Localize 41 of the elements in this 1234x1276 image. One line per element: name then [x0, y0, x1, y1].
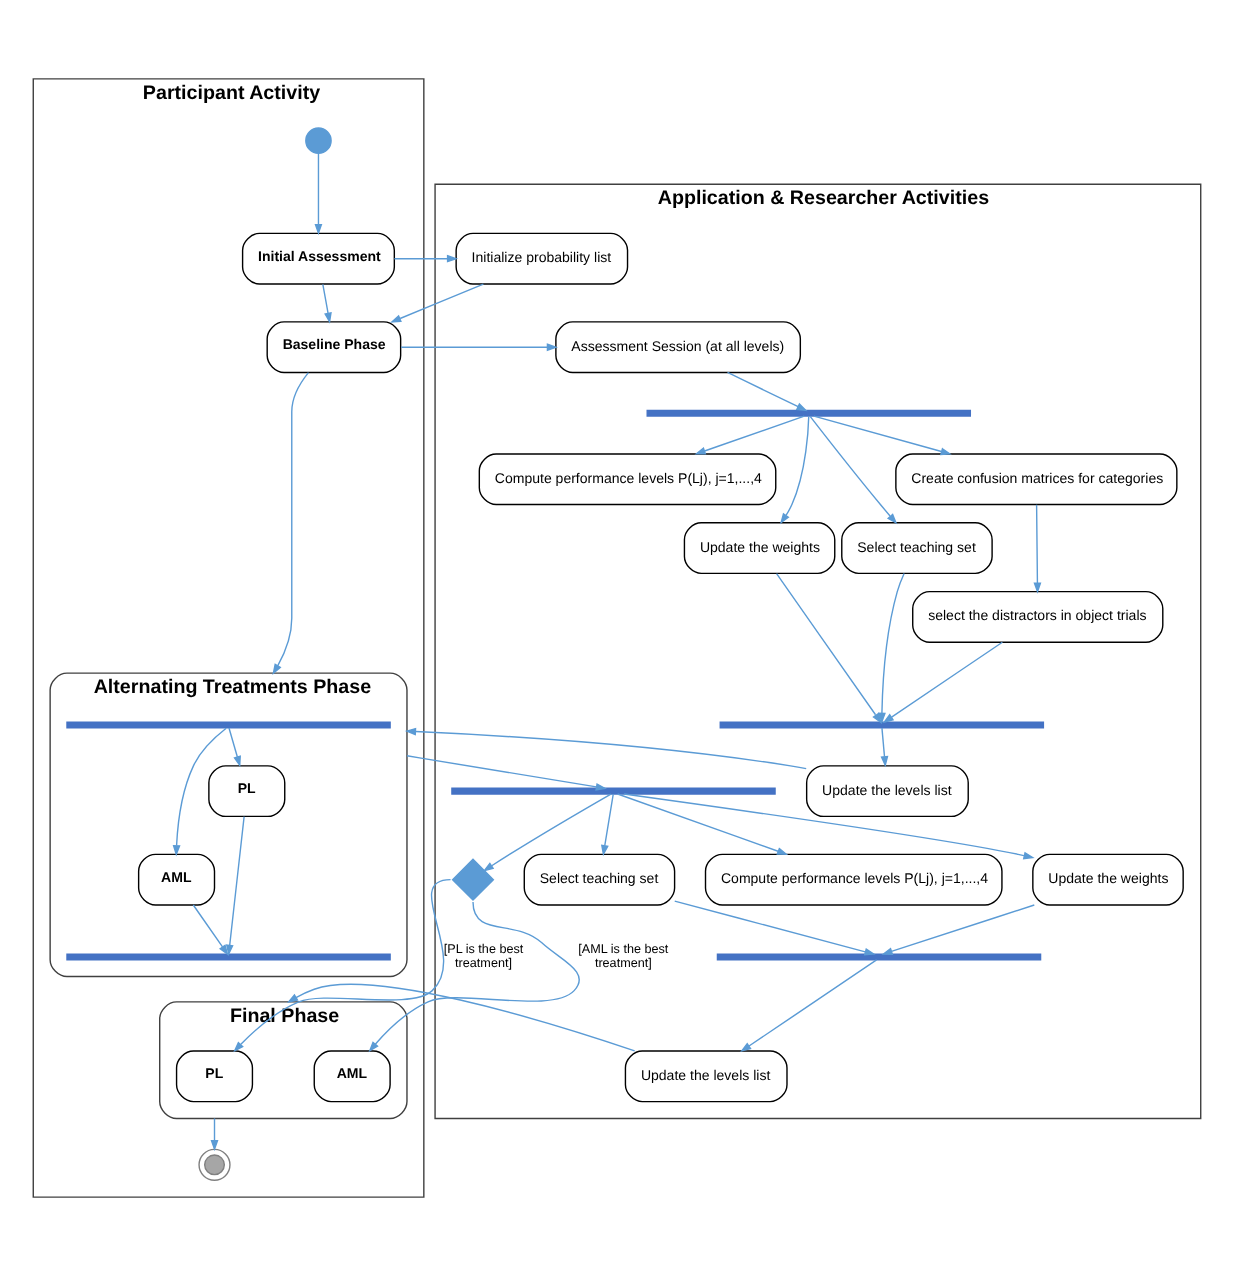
- arrow: [322, 283, 332, 324]
- arrow: [616, 793, 789, 855]
- arrow: [210, 1117, 219, 1152]
- arrow: [726, 371, 808, 412]
- arrow: [881, 904, 1035, 955]
- arrow: [882, 641, 1004, 724]
- node-bar: [716, 953, 1042, 961]
- arrow: [314, 152, 323, 236]
- node-bar: [66, 721, 391, 729]
- arrow: [600, 793, 614, 857]
- arrow: [880, 727, 889, 768]
- node-bar: [66, 953, 391, 961]
- arrow: [368, 901, 580, 1053]
- node-bar: [646, 409, 972, 417]
- arrow: [878, 572, 905, 724]
- node-bar: [451, 787, 776, 795]
- arrow: [694, 415, 805, 455]
- arrow: [1033, 504, 1042, 594]
- arrow: [775, 573, 882, 724]
- arrow: [740, 959, 878, 1053]
- arrow: [482, 793, 612, 872]
- arrow: [192, 904, 229, 956]
- arrow: [400, 343, 558, 352]
- arrow: [390, 283, 485, 323]
- arrow: [172, 727, 227, 857]
- arrow: [779, 415, 810, 525]
- arrow: [228, 727, 241, 768]
- node-circle: [305, 127, 332, 154]
- arrow: [674, 900, 876, 956]
- arrow: [393, 254, 459, 263]
- arrow: [233, 878, 452, 1053]
- node-circle: [198, 1148, 231, 1181]
- arrow: [225, 815, 245, 956]
- node-bar: [719, 721, 1045, 729]
- arrow: [813, 415, 952, 456]
- arrow: [404, 727, 807, 770]
- arrow: [406, 755, 607, 791]
- arrow: [272, 371, 310, 675]
- arrow: [809, 415, 898, 525]
- arrow: [623, 793, 1035, 860]
- arrow: [286, 983, 636, 1052]
